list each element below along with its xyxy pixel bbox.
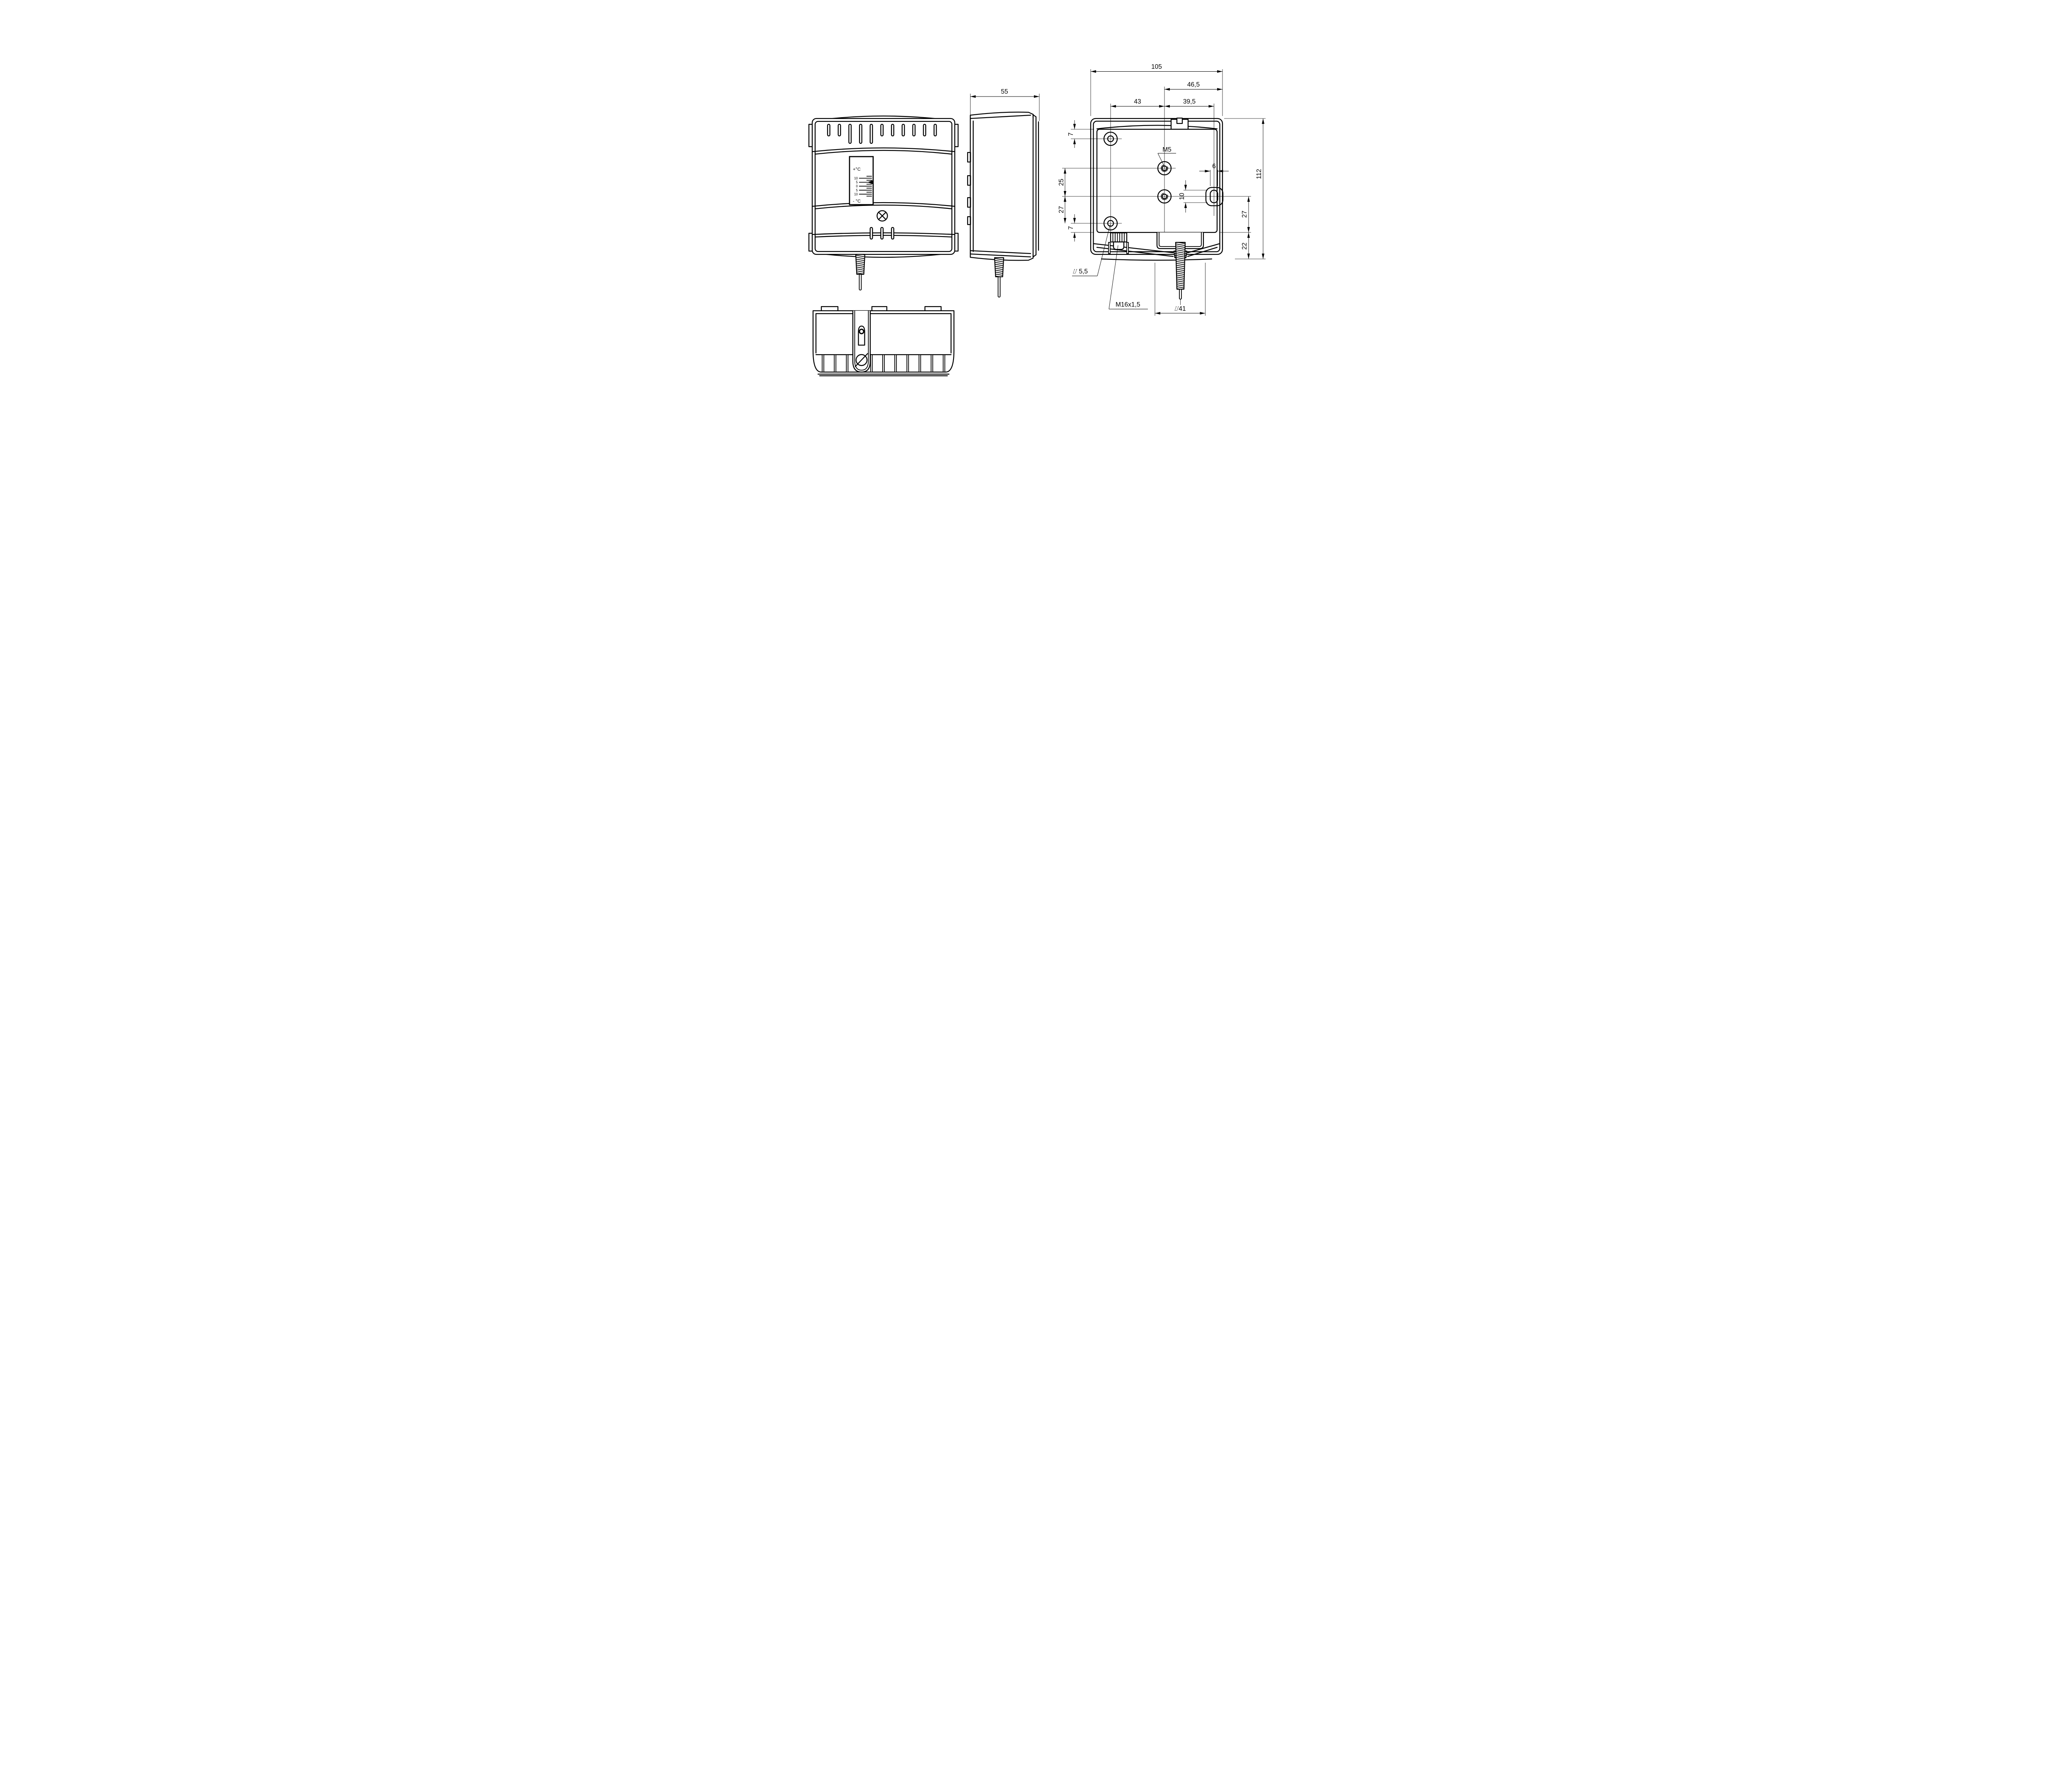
side-sensor-cable (994, 257, 1005, 297)
temperature-scale-window: +°C 10 5 0 5 10 - °C (849, 156, 874, 206)
svg-text:43: 43 (1134, 98, 1141, 105)
drawing-sheet: +°C 10 5 0 5 10 - °C (742, 0, 1330, 441)
svg-text:M5: M5 (1162, 146, 1172, 153)
side-mounting-tabs (967, 152, 971, 225)
keyhole-hole (859, 329, 864, 334)
side-outline (970, 111, 1039, 261)
dim-overall-height: 112 (1256, 118, 1265, 259)
front-lower-seam (811, 202, 956, 207)
svg-text:27: 27 (1058, 206, 1065, 213)
dim-left-hole-to-m5: 43 (1111, 98, 1164, 108)
svg-text:5: 5 (856, 189, 858, 192)
dim-m5-to-slot: 39,5 (1164, 98, 1214, 108)
dim-depth-value: 55 (1001, 88, 1008, 95)
dim-bottom-hole-to-edge: 7 (1067, 214, 1076, 242)
dim-base-to-bottom: 22 (1241, 232, 1250, 259)
adjustment-slot (1205, 187, 1224, 206)
scale-minus-label: - °C (853, 199, 861, 204)
front-bottom-cap (826, 254, 941, 258)
technical-drawing: +°C 10 5 0 5 10 - °C (808, 63, 1266, 377)
svg-text:0: 0 (856, 184, 858, 188)
svg-text:⌰ 5,5: ⌰ 5,5 (1073, 268, 1088, 275)
svg-text:22: 22 (1241, 242, 1248, 249)
dim-sensor-clearance: ⌰41 (1155, 305, 1205, 315)
dim-slot-to-base: 27 (1241, 196, 1250, 232)
mounting-hole-bottom-left (1103, 216, 1118, 231)
rear-view: 105 46,5 43 39,5 112 25 27 7 (1058, 63, 1266, 316)
front-bottom-slots (869, 227, 894, 240)
front-upper-seam (811, 147, 956, 152)
bottom-rib-slats (822, 354, 945, 372)
dim-overall-width: 105 (1091, 63, 1222, 73)
cable-gland (1110, 232, 1128, 250)
temperature-scale-tick-labels: 10 5 0 5 10 (854, 176, 858, 196)
svg-text:7: 7 (1067, 226, 1075, 230)
svg-text:39,5: 39,5 (1183, 98, 1196, 105)
rear-backplate (1096, 128, 1218, 233)
front-view: +°C 10 5 0 5 10 - °C (808, 115, 959, 290)
dim-top-edge-to-hole: 7 (1067, 120, 1076, 148)
front-sensor-cable (855, 254, 866, 290)
svg-text:⌰41: ⌰41 (1174, 305, 1186, 312)
dim-m5-pitch: 25 (1058, 168, 1067, 196)
svg-text:46,5: 46,5 (1187, 81, 1200, 88)
svg-text:M16x1,5: M16x1,5 (1116, 301, 1140, 308)
rear-top-tab (1176, 117, 1183, 124)
leader-hole-diameter: ⌰ 5,5 (1072, 224, 1111, 276)
front-outline-inner (814, 121, 953, 252)
svg-text:6: 6 (1212, 163, 1216, 170)
front-upper-seam-2 (814, 150, 953, 155)
svg-text:105: 105 (1151, 63, 1162, 70)
dim-slot-length: 10 (1179, 180, 1187, 213)
front-screw (876, 210, 888, 222)
dim-m5-to-right-edge: 46,5 (1164, 81, 1222, 91)
front-lower-seam-2 (814, 204, 953, 210)
scale-plus-label: +°C (853, 167, 861, 172)
rear-top-cover-arc (1096, 125, 1218, 130)
svg-text:10: 10 (1179, 193, 1186, 200)
bottom-view (812, 306, 955, 377)
svg-text:7: 7 (1067, 133, 1075, 136)
dim-depth: 55 (970, 88, 1040, 121)
mounting-hole-top-left (1103, 131, 1118, 146)
rear-sensor-cable (1173, 242, 1188, 305)
svg-text:10: 10 (854, 176, 858, 180)
svg-text:10: 10 (854, 192, 858, 196)
leader-m5-thread: M5 (1157, 146, 1176, 168)
front-vent-slots (827, 123, 937, 144)
bottom-mounting-channel (852, 310, 871, 373)
scale-pointer (867, 180, 873, 184)
dim-slot-width: 6 (1199, 163, 1229, 173)
svg-text:112: 112 (1256, 169, 1263, 179)
locking-screw (854, 353, 868, 367)
rear-outline-inner (1093, 121, 1220, 252)
m5-hole-lower (1157, 189, 1172, 204)
svg-text:25: 25 (1058, 179, 1065, 186)
m5-hole-upper (1157, 161, 1172, 176)
side-view: 55 (967, 88, 1040, 297)
svg-text:27: 27 (1241, 210, 1248, 218)
front-outline (811, 118, 956, 255)
svg-text:5: 5 (856, 181, 858, 184)
dim-m5-to-bottom-hole: 27 (1058, 196, 1067, 223)
leader-gland-thread: M16x1,5 (1109, 245, 1148, 309)
